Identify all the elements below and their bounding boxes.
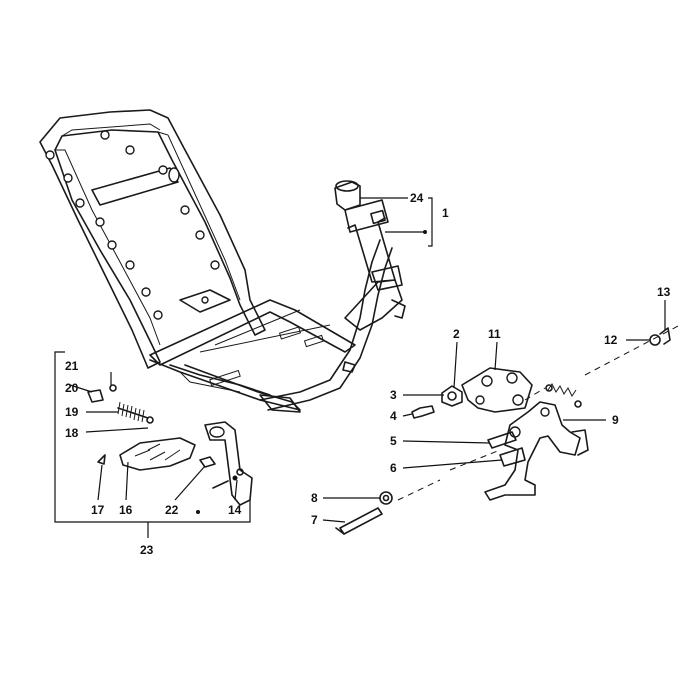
stand-assembly [335, 327, 671, 535]
callout-17: 17 [91, 503, 105, 517]
callout-13: 13 [657, 285, 671, 299]
callout-24: 24 [410, 191, 424, 205]
callout-12: 12 [604, 333, 618, 347]
callout-8: 8 [311, 491, 318, 505]
callout-3: 3 [390, 388, 397, 402]
callout-23: 23 [140, 543, 154, 557]
callout-6: 6 [390, 461, 397, 475]
callout-9: 9 [612, 413, 619, 427]
callout-5: 5 [390, 434, 397, 448]
callout-14: 14 [228, 503, 242, 517]
scooter-frame [39, 109, 406, 413]
callout-19: 19 [65, 405, 79, 419]
leader-lines [54, 197, 666, 538]
callout-20: 20 [65, 381, 79, 395]
callout-11: 11 [488, 327, 501, 341]
callout-labels: 24 1 13 12 2 11 3 4 9 5 6 8 7 21 20 19 1… [65, 191, 671, 557]
callout-7: 7 [311, 513, 318, 527]
spring [117, 401, 154, 424]
callout-22: 22 [165, 503, 179, 517]
callout-21: 21 [65, 359, 79, 373]
callout-18: 18 [65, 426, 79, 440]
alignment-lines [397, 324, 681, 501]
callout-4: 4 [390, 409, 397, 423]
callout-1: 1 [442, 206, 449, 220]
footrest-assembly [87, 384, 253, 514]
callout-16: 16 [119, 503, 133, 517]
callout-2: 2 [453, 327, 460, 341]
